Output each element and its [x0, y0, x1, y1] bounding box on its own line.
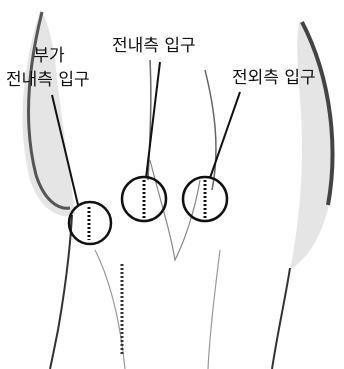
left-thigh-shading — [23, 10, 75, 216]
right-leg-contour — [272, 268, 290, 369]
label-anteromedial: 전내측 입구 — [112, 38, 196, 55]
right-thigh-shading — [290, 20, 334, 270]
leader-anterolateral — [210, 92, 240, 178]
label-accessory-line1: 부가 — [30, 48, 68, 65]
left-leg-contour — [50, 215, 72, 369]
label-anterolateral: 전외측 입구 — [232, 70, 316, 87]
portal-circle-anteromedial — [122, 177, 166, 221]
leader-anteromedial — [146, 62, 160, 178]
portal-circle-anterolateral — [183, 177, 227, 221]
lower-leg-sketch-2 — [208, 250, 220, 369]
patellar-tendon-right — [205, 70, 216, 190]
knee-center-shading — [150, 160, 200, 260]
label-accessory-line2: 전내측 입구 — [6, 72, 90, 89]
